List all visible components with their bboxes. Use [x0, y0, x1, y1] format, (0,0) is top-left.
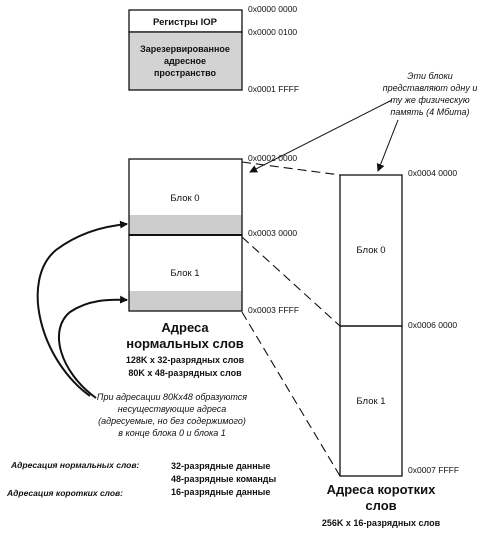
normal-block-1-label: Блок 1 — [170, 268, 199, 279]
dashed-line-top — [241, 161, 341, 176]
normal-map-sub-line-1: 128K x 32-разрядных слов — [126, 355, 245, 365]
addr-0x00000000: 0x0000 0000 — [248, 4, 297, 14]
iop-registers-label: Регистры IOP — [153, 17, 218, 28]
arrow-to-short-map — [376, 119, 399, 172]
normal-map-title-line-1: Адреса — [161, 320, 209, 335]
addr-0x0001ffff: 0x0001 FFFF — [248, 84, 299, 94]
normal-map-sub-line-2: 80K x 48-разрядных слов — [128, 368, 242, 378]
normal-block-1-nonexistent — [129, 291, 242, 311]
note-80k-line-3: (адресуемые, но без содержимого) — [98, 416, 246, 426]
dashed-line-bottom — [241, 311, 341, 477]
reserved-space-line-3: пространство — [154, 68, 216, 78]
arrow-to-normal-map — [249, 99, 393, 173]
short-map-sub: 256K x 16-разрядных слов — [322, 518, 441, 528]
note-80k-line-2: несуществующие адреса — [118, 404, 227, 414]
short-block-1-label: Блок 1 — [356, 396, 385, 407]
addr-0x00030000: 0x0003 0000 — [248, 228, 297, 238]
normal-block-0-label: Блок 0 — [170, 193, 199, 204]
short-map-title-line-2: слов — [365, 498, 396, 513]
addr-0x00000100: 0x0000 0100 — [248, 27, 297, 37]
normal-word-map: Блок 0 Блок 1 0x0002 0000 0x0003 0000 0x… — [126, 153, 299, 378]
reserved-space-line-1: Зарезервированное — [140, 44, 230, 54]
reserved-space-line-2: адресное — [164, 56, 206, 66]
nonexistent-address-note: При адресации 80Кх48 образуются несущест… — [36, 220, 247, 438]
addr-0x00020000: 0x0002 0000 — [248, 153, 297, 163]
correspondence-lines — [241, 161, 341, 477]
legend-normal-value-2: 48-разрядные команды — [171, 474, 277, 484]
short-block-0-label: Блок 0 — [356, 245, 385, 256]
same-memory-note-line-2: представляют одну и — [383, 83, 478, 93]
legend-short-label: Адресация коротких слов: — [6, 488, 123, 498]
same-memory-note-line-4: память (4 Мбита) — [390, 107, 469, 117]
normal-block-0-nonexistent — [129, 215, 242, 235]
legend-short-value: 16-разрядные данные — [171, 487, 270, 497]
curve-arrow-to-block-1 — [58, 295, 128, 399]
legend-normal-value-1: 32-разрядные данные — [171, 461, 270, 471]
same-memory-note-line-1: Эти блоки — [407, 71, 452, 81]
reserved-space-block — [128, 31, 243, 91]
dashed-line-middle — [241, 236, 341, 327]
addr-0x0003ffff: 0x0003 FFFF — [248, 305, 299, 315]
short-block-1 — [339, 325, 403, 477]
addressing-legend: Адресация нормальных слов: Адресация кор… — [6, 460, 277, 498]
short-map-title-line-1: Адреса коротких — [327, 482, 437, 497]
note-80k-line-4: в конце блока 0 и блока 1 — [118, 428, 225, 438]
addr-0x00060000: 0x0006 0000 — [408, 320, 457, 330]
curve-arrow-to-block-0 — [36, 220, 128, 397]
addr-0x0007ffff: 0x0007 FFFF — [408, 465, 459, 475]
normal-map-title-line-2: нормальных слов — [126, 336, 244, 351]
note-80k-line-1: При адресации 80Кх48 образуются — [97, 392, 247, 402]
same-memory-note-line-3: ту же физическую — [390, 95, 470, 105]
legend-normal-label: Адресация нормальных слов: — [10, 460, 139, 470]
top-memory-map: Регистры IOP Зарезервированное адресное … — [128, 4, 299, 94]
same-memory-note: Эти блоки представляют одну и ту же физи… — [249, 71, 478, 173]
addr-0x00040000: 0x0004 0000 — [408, 168, 457, 178]
short-word-map: Блок 0 Блок 1 0x0004 0000 0x0006 0000 0x… — [322, 168, 459, 528]
